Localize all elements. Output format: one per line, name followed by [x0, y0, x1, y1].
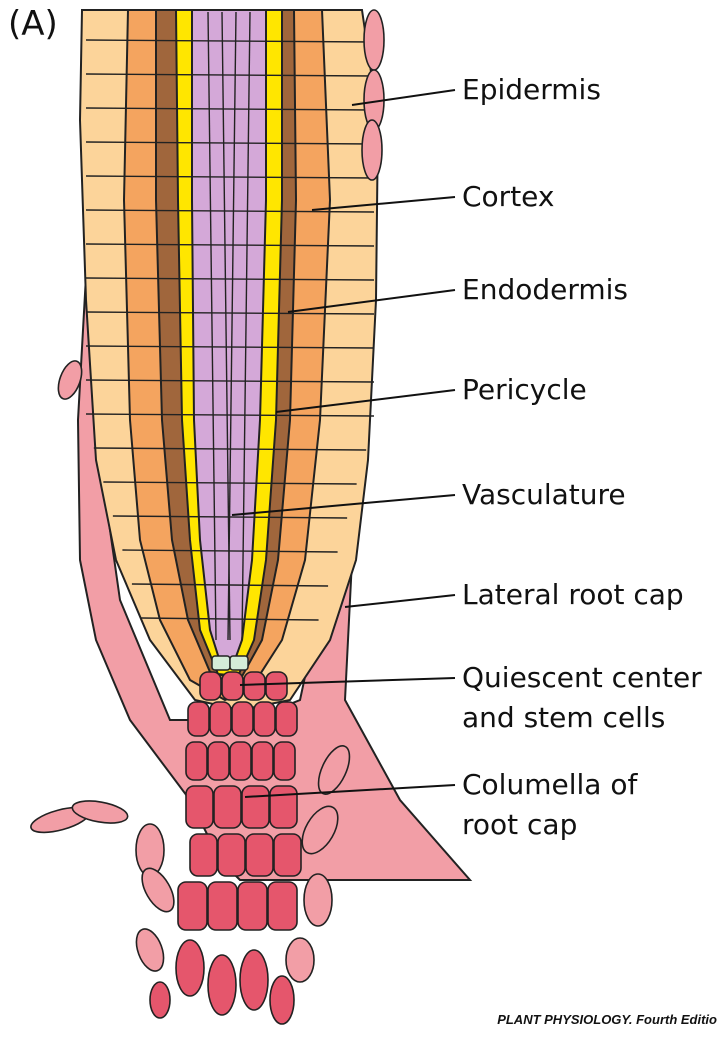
columella-cell	[254, 702, 275, 736]
columella-cell	[246, 834, 273, 876]
columella-cell	[208, 882, 237, 930]
columella-cell	[190, 834, 217, 876]
columella-cell	[238, 882, 267, 930]
columella-cell	[214, 786, 241, 828]
sloughed-cell	[208, 955, 236, 1015]
columella-cell	[244, 672, 265, 700]
columella-cell	[274, 742, 295, 780]
columella-cells	[178, 672, 301, 930]
columella-cell	[232, 702, 253, 736]
quiescent-cell	[230, 656, 248, 670]
panel-letter: (A)	[8, 4, 58, 44]
sloughed-cell	[131, 925, 169, 975]
columella-cell	[266, 672, 287, 700]
sloughed-cell	[270, 976, 294, 1024]
columella-cell	[188, 702, 209, 736]
columella-cell	[208, 742, 229, 780]
sloughed-cell	[304, 874, 332, 926]
columella-cell	[242, 786, 269, 828]
sloughed-cell	[150, 982, 170, 1018]
quiescent-center-cells	[212, 656, 248, 670]
columella-cell	[186, 786, 213, 828]
columella-cell	[222, 672, 243, 700]
sloughed-cell	[240, 950, 268, 1010]
label-columella-line2: root cap	[462, 807, 577, 843]
columella-cell	[268, 882, 297, 930]
figure-credit: PLANT PHYSIOLOGY. Fourth Editio	[497, 1012, 717, 1027]
columella-cell	[186, 742, 207, 780]
columella-cell	[274, 834, 301, 876]
label-cortex: Cortex	[462, 179, 554, 215]
columella-cell	[276, 702, 297, 736]
columella-cell	[200, 672, 221, 700]
columella-cell	[178, 882, 207, 930]
label-endodermis: Endodermis	[462, 272, 628, 308]
label-pericycle: Pericycle	[462, 372, 587, 408]
sloughed-cell	[286, 938, 314, 982]
columella-cell	[270, 786, 297, 828]
columella-cell	[230, 742, 251, 780]
leader-lateral-root-cap	[345, 595, 455, 607]
sloughed-cell	[176, 940, 204, 996]
label-epidermis: Epidermis	[462, 72, 601, 108]
label-vasculature: Vasculature	[462, 477, 626, 513]
label-lateral-root-cap: Lateral root cap	[462, 577, 684, 613]
label-quiescent-center-line1: Quiescent center	[462, 660, 702, 696]
columella-cell	[218, 834, 245, 876]
sloughed-cell	[364, 10, 384, 70]
label-columella-line1: Columella of	[462, 767, 637, 803]
columella-cell	[210, 702, 231, 736]
quiescent-cell	[212, 656, 230, 670]
label-quiescent-center-line2: and stem cells	[462, 700, 665, 736]
columella-cell	[252, 742, 273, 780]
sloughed-cell	[362, 120, 382, 180]
